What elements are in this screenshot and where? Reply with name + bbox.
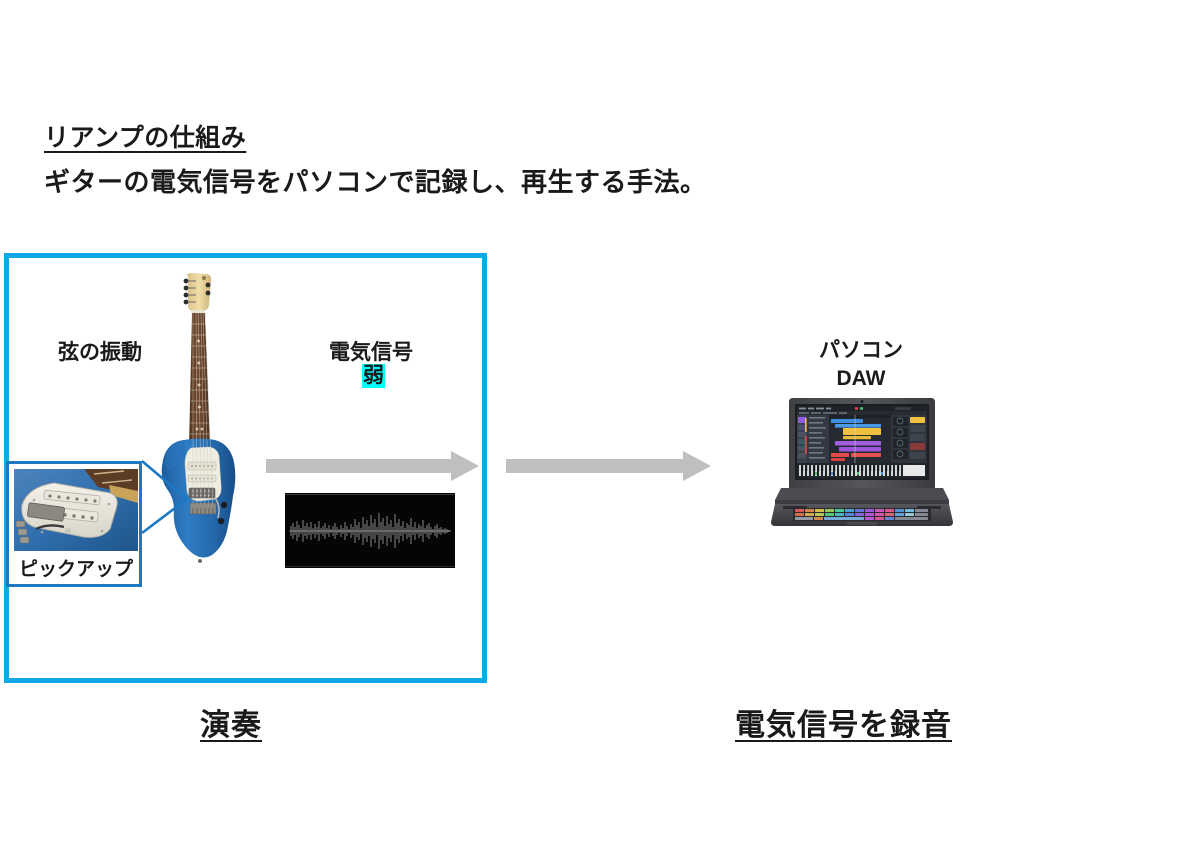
waveform-display [285,493,455,568]
flow-arrow-2 [506,451,711,481]
electric-guitar-illustration [141,272,259,572]
computer-label-line2: DAW [836,366,886,390]
electric-signal-label: 電気信号 [329,341,413,364]
laptop-illustration [769,396,955,528]
flow-arrow-1 [266,451,479,481]
computer-label-line1: パソコン [819,339,903,362]
page-title: リアンプの仕組み [44,124,247,152]
string-vibration-label: 弦の振動 [58,341,142,364]
caption-record-signal: 電気信号を録音 [735,709,952,742]
pickup-callout-box: ピックアップ [6,461,142,587]
pickup-photo [14,469,138,551]
page-subtitle: ギターの電気信号をパソコンで記録し、再生する手法。 [44,167,707,197]
pickup-label: ピックアップ [18,559,133,580]
caption-performance: 演奏 [200,709,262,742]
signal-strength-badge: 弱 [362,364,385,389]
pickup-callout-leader-lines [100,455,230,565]
computer-label: パソコン DAW [761,337,961,392]
